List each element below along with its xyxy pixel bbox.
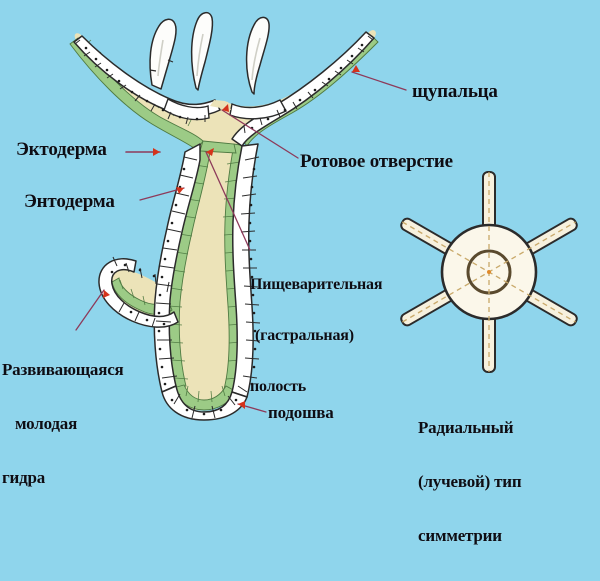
label-developing-hydra-line3: гидра [2,468,46,488]
ectoderm-cell-walls [74,35,374,419]
tentacle-white-left [149,18,177,90]
arrow-bud [75,289,105,331]
label-digestive-cavity: Пищеварительная (гастральная) полость [250,243,383,429]
label-developing-hydra-line2: молодая [15,414,78,434]
arrow-cavity [205,151,251,251]
label-radial-symmetry: Радиальный (лучевой) тип симметрии [418,383,522,581]
label-developing-hydra-line1: Развивающаяся [2,360,124,380]
label-tentacles: щупальца [412,81,498,102]
ectoderm-layer [73,31,375,421]
arrow-endoderm [139,187,185,201]
tentacle-white-right [245,16,270,95]
label-sole: подошва [268,403,334,422]
ectoderm-nuclei [84,43,364,416]
label-radial-line3: симметрии [418,526,502,546]
label-digestive-cavity-line2: (гастральная) [255,326,354,344]
tentacle-unsectioned-group [149,12,270,95]
diagram-canvas: Эктодерма Энтодерма щупальца Ротовое отв… [2,12,578,545]
leader-lines [75,65,407,413]
radial-symmetry-diagram [400,171,578,373]
label-ectoderm: Эктодерма [16,139,107,160]
label-digestive-cavity-line3: полость [250,377,307,395]
label-mouth-opening: Ротовое отверстие [300,151,453,172]
arrow-mouth [221,109,299,159]
label-radial-line2: (лучевой) тип [418,472,522,492]
label-endoderm: Энтодерма [24,191,115,212]
label-radial-line1: Радиальный [418,418,514,438]
arrow-tentacles [351,71,407,91]
label-developing-hydra: Развивающаяся молодая гидра [2,325,124,523]
hydra-cross-section [69,12,578,421]
tentacle-white-center [190,12,214,91]
label-digestive-cavity-line1: Пищеварительная [250,275,383,293]
